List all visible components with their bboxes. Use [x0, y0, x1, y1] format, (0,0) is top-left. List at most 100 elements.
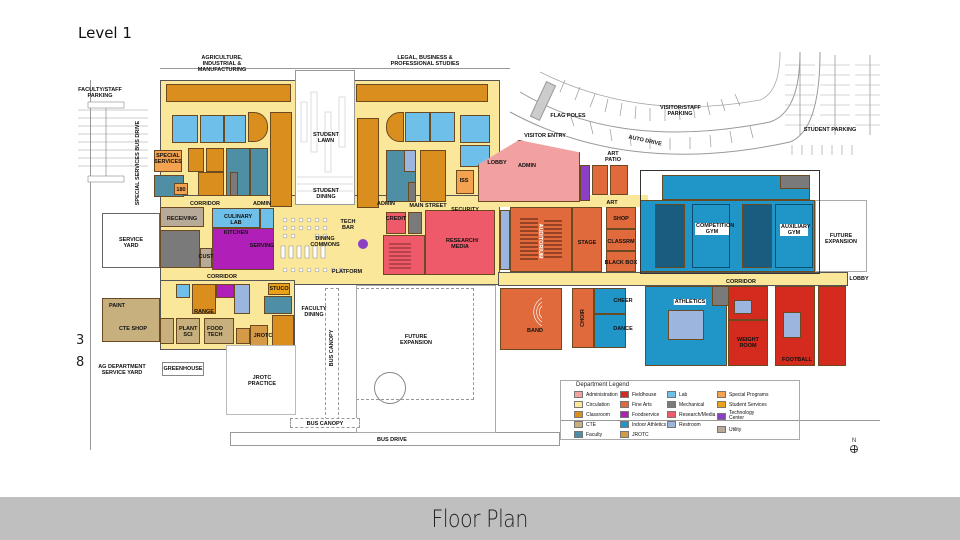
label-athletics: ATHLETICS	[673, 299, 707, 305]
ag-classroom-mid-2	[206, 148, 224, 172]
legend-item-restroom: Restroom	[667, 421, 701, 428]
jrotc-practice-field	[226, 345, 296, 415]
legal-classroom-east	[420, 150, 446, 202]
label-future-expansion-south: FUTURE EXPANSION	[400, 334, 432, 346]
legend-item-technology-center: Technology Center	[717, 411, 777, 421]
label-choir: CHOIR	[580, 309, 586, 327]
future-expansion-east-box	[815, 200, 867, 272]
art-room-1	[592, 165, 608, 195]
ag-lab-3	[224, 115, 246, 143]
legal-classroom-block-west	[357, 118, 379, 208]
gym-mech-north	[780, 175, 810, 189]
culinary-lab-room	[212, 208, 260, 228]
band-risers	[533, 297, 543, 327]
foodservice-sw	[216, 284, 234, 298]
choir-room	[572, 288, 594, 348]
legend-swatch	[620, 421, 629, 428]
athletics-lockers	[668, 310, 704, 340]
cte-shop-room	[102, 298, 160, 342]
weight-room	[728, 320, 768, 366]
ag-mech	[230, 172, 238, 196]
food-tech-room	[204, 318, 234, 344]
ag-wing-classrooms	[166, 84, 291, 102]
stuco-room	[268, 283, 290, 295]
legend-item-classroom: Classroom	[574, 411, 610, 418]
legal-lab-2	[430, 112, 455, 142]
restroom-sw	[234, 284, 250, 314]
department-legend: Department Legend Administration Circula…	[560, 382, 788, 440]
credit-room	[386, 212, 406, 234]
dance-room	[594, 314, 626, 348]
legend-swatch	[574, 411, 583, 418]
iss-room	[456, 170, 474, 194]
label-jrotc: JROTC	[253, 333, 273, 339]
label-ag-service-yard: AG DEPARTMENT SERVICE YARD	[98, 364, 146, 376]
label-greenhouse: GREENHOUSE	[163, 366, 203, 372]
legend-title: Department Legend	[576, 382, 630, 388]
bleachers-west	[655, 204, 685, 268]
research-mech	[408, 212, 422, 234]
label-visitor-staff-parking: VISITOR/STAFF PARKING	[660, 105, 701, 117]
ag-faculty-block-2	[250, 148, 268, 196]
receiving-room	[160, 207, 204, 227]
label-culinary-lab: CULINARY LAB	[224, 214, 253, 226]
legend-swatch	[620, 391, 629, 398]
label-legal-wing: LEGAL, BUSINESS & PROFESSIONAL STUDIES	[390, 55, 460, 67]
label-art-patio: ART PATIO	[605, 151, 621, 163]
ag-lab-1	[172, 115, 198, 143]
label-classrm: CLASSRM	[607, 239, 635, 245]
legend-item-jrotc: JROTC	[620, 431, 649, 438]
fieldhouse-east	[818, 286, 846, 366]
label-iss: ISS	[459, 178, 469, 184]
custodial-room	[200, 248, 212, 268]
label-football: FOOTBALL	[782, 357, 812, 363]
label-admin-1: ADMIN	[252, 201, 272, 207]
legend-swatch	[620, 411, 629, 418]
lecture-seating	[389, 243, 411, 269]
football-lockers	[783, 312, 801, 338]
legend-item-fieldhouse: Fieldhouse	[620, 391, 656, 398]
stage-room	[572, 207, 602, 272]
east-site-lower	[560, 420, 880, 460]
label-serving: SERVING	[249, 243, 275, 249]
label-tech-bar: TECH BAR	[340, 219, 356, 231]
legend-swatch	[667, 391, 676, 398]
art-shop	[606, 207, 636, 229]
legend-item-utility: Utility	[717, 426, 741, 433]
legal-restroom	[404, 150, 416, 172]
plant-sci-room	[176, 318, 200, 344]
art-room-2	[610, 165, 628, 195]
label-bus-canopy-vertical: BUS CANOPY	[329, 329, 335, 367]
greenhouse-box	[162, 362, 204, 376]
north-arrow-icon: N	[849, 438, 859, 454]
label-special-services: SPECIAL SERVICES	[154, 153, 182, 165]
label-student-lawn: STUDENT LAWN	[313, 132, 339, 144]
label-paint: PAINT	[108, 303, 126, 309]
site-road-north	[160, 68, 510, 69]
lawn-paving	[297, 91, 353, 192]
label-student-dining: STUDENT DINING	[313, 188, 339, 200]
label-dining-commons: DINING COMMONS	[310, 236, 340, 248]
dining-tables	[280, 217, 368, 273]
label-future-expansion-east: FUTURE EXPANSION	[825, 233, 857, 245]
label-main-street: MAIN STREET	[409, 203, 447, 209]
legend-swatch	[717, 391, 726, 398]
admin-tech-center	[580, 165, 590, 201]
legend-swatch	[620, 431, 629, 438]
legend-item-lab: Lab	[667, 391, 687, 398]
slide-footer-bar: Floor Plan	[0, 497, 960, 540]
legend-item-faculty: Faculty	[574, 431, 602, 438]
label-agriculture-wing: AGRICULTURE, INDUSTRIAL & MANUFACTURING	[197, 55, 247, 73]
label-food-tech: FOOD TECH	[207, 326, 223, 338]
fieldhouse-restroom	[734, 300, 752, 314]
fine-arts-restrooms	[500, 210, 510, 270]
margin-number-8: 8	[76, 355, 85, 370]
label-bus-canopy-horizontal: BUS CANOPY	[306, 421, 344, 427]
label-cust: CUST	[198, 254, 214, 260]
label-flag-poles: FLAG POLES	[550, 113, 586, 119]
art-classroom	[606, 229, 636, 251]
legend-item-student-services: Student Services	[717, 401, 767, 408]
legend-swatch	[620, 401, 629, 408]
cheer-room	[594, 288, 626, 314]
label-competition-gym: COMPETITION GYM	[695, 223, 735, 235]
